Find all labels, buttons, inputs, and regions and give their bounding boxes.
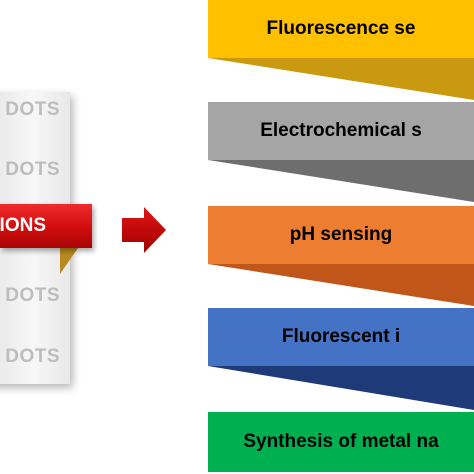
menu-item-4[interactable]: DOTS (5, 346, 60, 367)
band-shadows (208, 58, 474, 410)
application-label-4: Fluorescent i (281, 326, 401, 347)
application-label-5: Synthesis of metal na (243, 431, 439, 452)
application-label-3: pH sensing (289, 224, 393, 245)
band-shadow-3 (208, 264, 474, 306)
application-band-1[interactable]: Fluorescence se (208, 0, 474, 58)
application-band-4[interactable]: Fluorescent i (208, 308, 474, 366)
application-label-2: Electrochemical s (260, 120, 422, 141)
active-menu-item-label: IONS (0, 215, 46, 236)
application-band-5[interactable]: Synthesis of metal na (208, 412, 474, 472)
band-shadow-4 (208, 366, 474, 410)
band-shadow-1 (208, 58, 474, 100)
active-menu-item[interactable] (0, 204, 92, 248)
active-item-fold (60, 248, 78, 274)
menu-item-1[interactable]: DOTS (5, 99, 60, 120)
application-band-3[interactable]: pH sensing (208, 206, 474, 264)
application-label-1: Fluorescence se (266, 18, 416, 39)
menu-item-3[interactable]: DOTS (5, 285, 60, 306)
menu-item-2[interactable]: DOTS (5, 159, 60, 180)
right-arrow-icon (122, 207, 166, 253)
band-shadow-2 (208, 160, 474, 202)
application-band-2[interactable]: Electrochemical s (208, 102, 474, 160)
